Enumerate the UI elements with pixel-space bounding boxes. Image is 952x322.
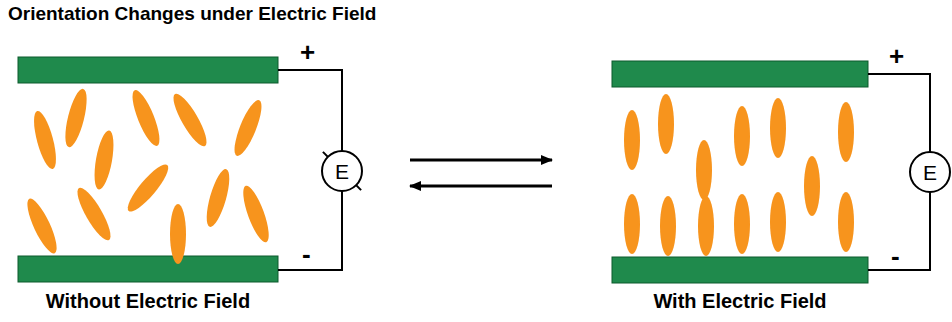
meter-symbol: E [923, 162, 937, 183]
liquid-crystal-molecule [72, 184, 116, 244]
polarity-sign: - [891, 242, 900, 271]
liquid-crystal-molecule [660, 196, 676, 256]
liquid-crystal-molecule [658, 94, 674, 154]
meter-circle: E [909, 151, 951, 193]
liquid-crystal-molecule [770, 98, 786, 158]
polarity-sign: - [302, 240, 311, 269]
polarity-sign: + [300, 38, 315, 67]
liquid-crystal-molecule [838, 192, 854, 252]
liquid-crystal-molecule [838, 102, 854, 162]
meter-symbol: E [335, 161, 349, 182]
liquid-crystal-molecule [30, 109, 61, 171]
liquid-crystal-molecule [770, 192, 786, 252]
liquid-crystal-molecule [698, 196, 714, 256]
liquid-crystal-molecule [624, 194, 640, 254]
polarity-sign: + [889, 42, 904, 71]
liquid-crystal-molecule [696, 140, 712, 200]
reverse-arrow [410, 185, 552, 188]
liquid-crystal-molecule [734, 106, 750, 166]
top-plate [18, 57, 278, 83]
liquid-crystal-molecule [22, 195, 62, 256]
forward-arrow [410, 159, 552, 162]
state-caption: Without Electric Field [46, 290, 250, 312]
liquid-crystal-molecule [170, 204, 186, 264]
liquid-crystal-molecule [123, 160, 174, 216]
liquid-crystal-molecule [624, 110, 640, 170]
liquid-crystal-molecule [238, 183, 274, 245]
top-plate [612, 61, 868, 87]
title: Orientation Changes under Electric Field [8, 4, 376, 25]
liquid-crystal-molecule [91, 129, 117, 191]
liquid-crystal-molecule [229, 97, 266, 159]
liquid-crystal-molecule [202, 167, 234, 229]
liquid-crystal-molecule [734, 194, 750, 254]
state-caption: With Electric Field [653, 290, 826, 312]
liquid-crystal-molecule [168, 90, 212, 150]
liquid-crystal-molecule [61, 87, 91, 149]
liquid-crystal-molecule [127, 87, 164, 149]
bottom-plate [612, 257, 868, 283]
liquid-crystal-molecule [804, 156, 820, 216]
bottom-plate [18, 256, 278, 282]
meter-circle: E [321, 150, 363, 192]
